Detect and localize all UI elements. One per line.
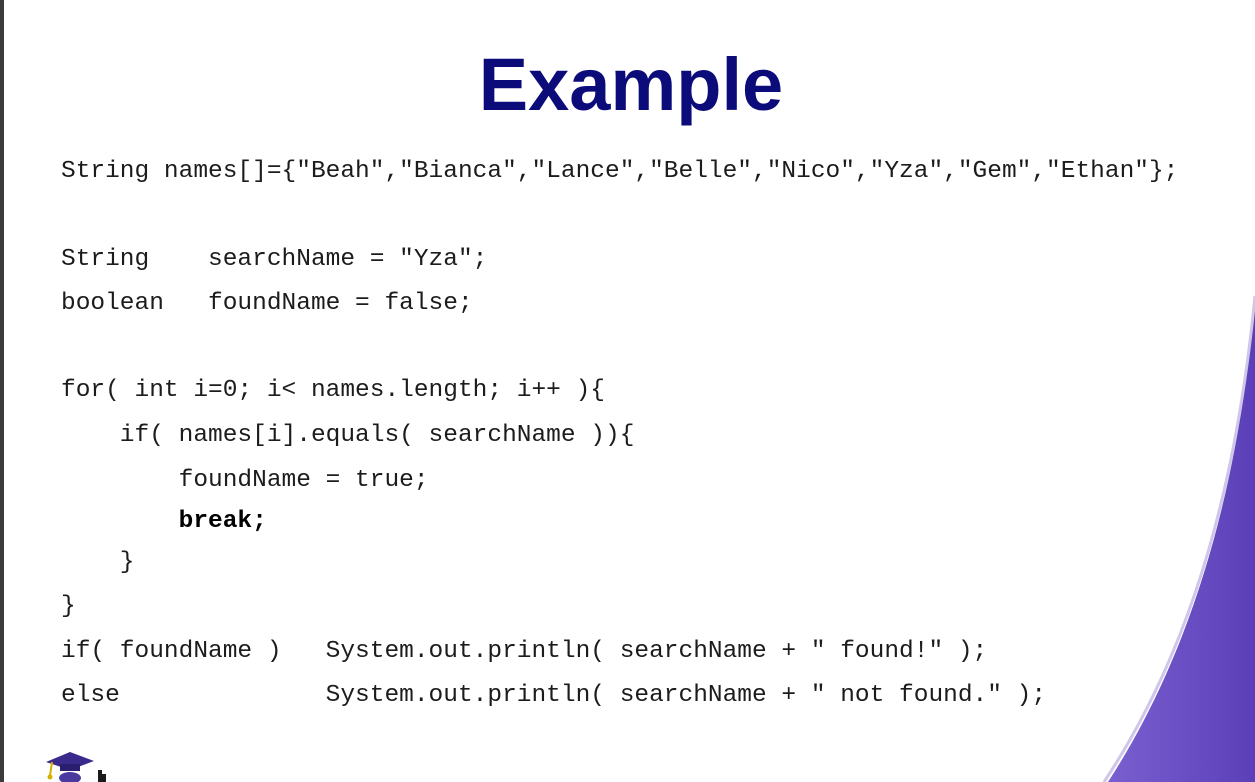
- code-line-array-declaration: String names[]={"Beah","Bianca","Lance",…: [61, 158, 1179, 185]
- code-line-close-if: }: [61, 549, 135, 576]
- code-line-break: break;: [61, 508, 267, 535]
- code-line-for-loop: for( int i=0; i< names.length; i++ ){: [61, 377, 605, 404]
- slide-left-border: [0, 0, 4, 782]
- code-line-close-for: }: [61, 593, 76, 620]
- slide-title: Example: [478, 43, 784, 126]
- code-line-if-equals: if( names[i].equals( searchName )){: [61, 422, 635, 449]
- code-line-print-not-found: else System.out.println( searchName + " …: [61, 682, 1047, 709]
- graduate-mascot-icon: [46, 752, 106, 782]
- code-line-found-flag: boolean foundName = false;: [61, 290, 473, 317]
- code-line-print-found: if( foundName ) System.out.println( sear…: [61, 638, 988, 665]
- code-line-search-name: String searchName = "Yza";: [61, 246, 488, 273]
- code-line-set-found: foundName = true;: [61, 467, 429, 494]
